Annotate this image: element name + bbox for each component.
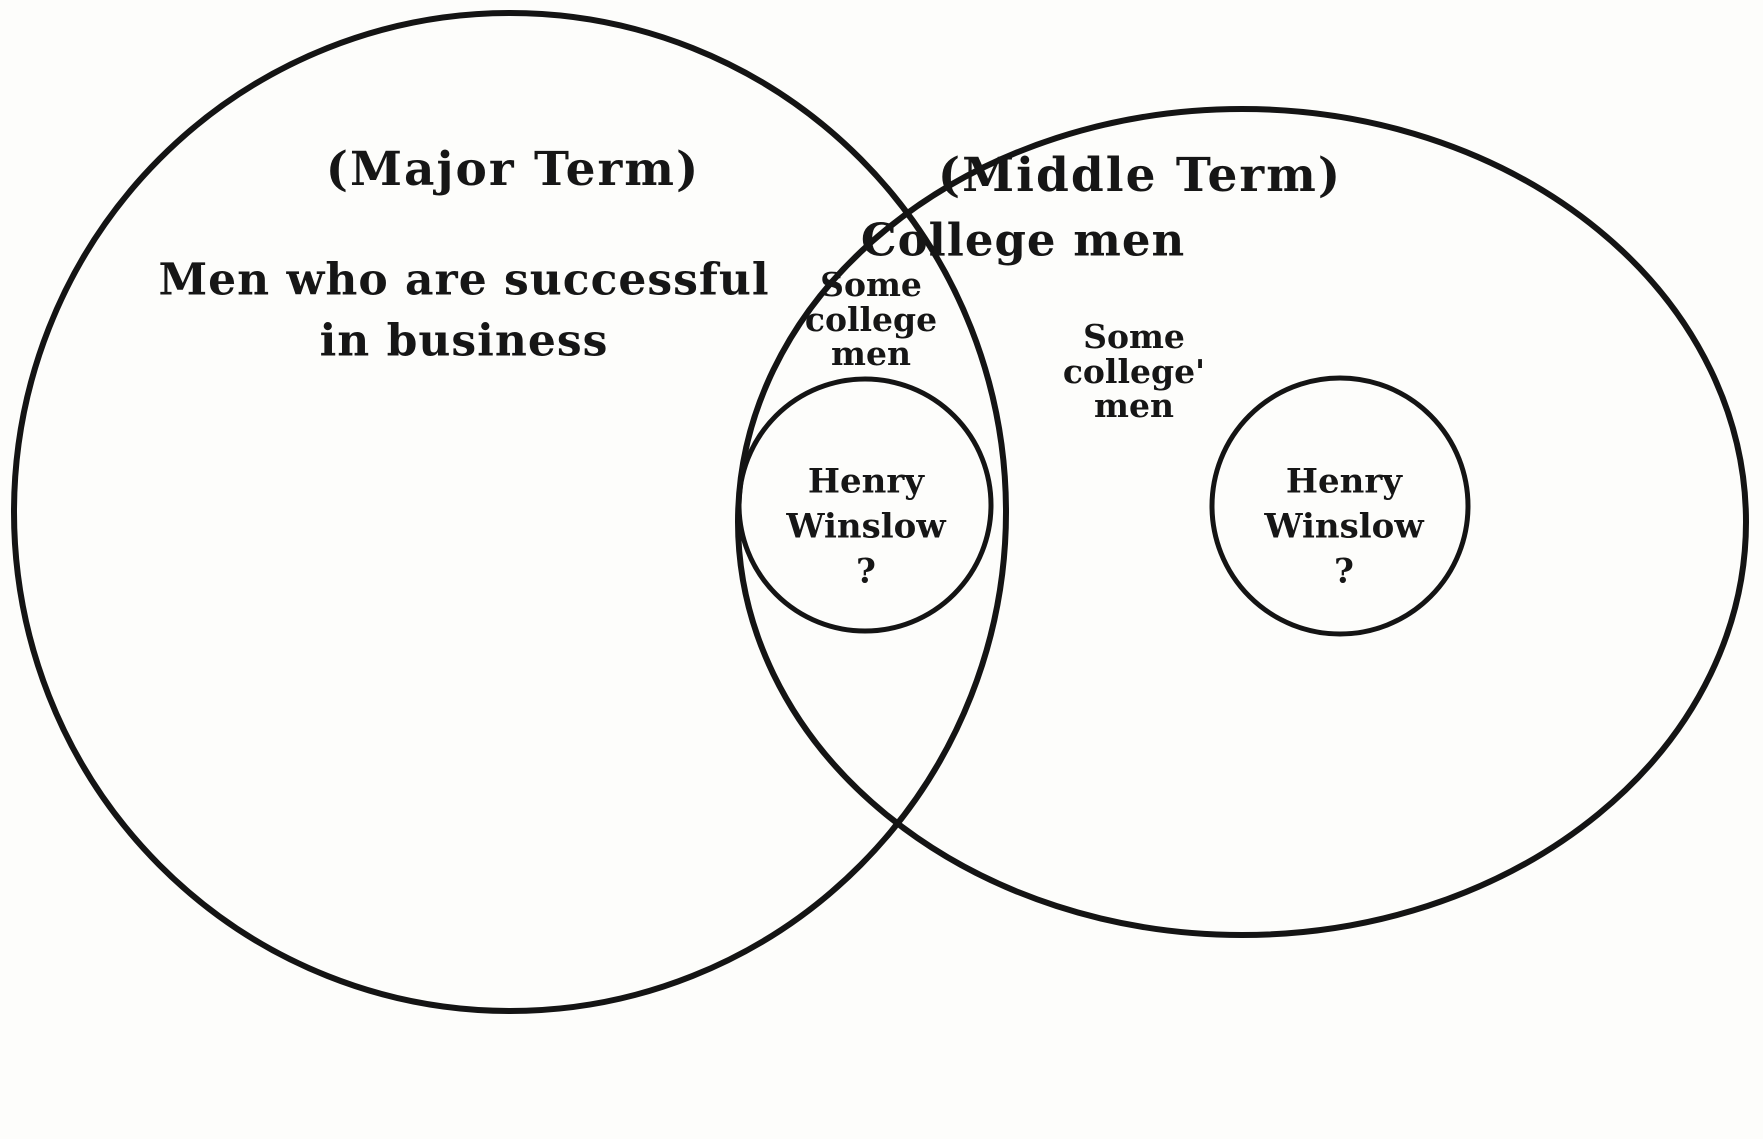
- henry-winslow-right-label: Henry Winslow ?: [1264, 461, 1424, 592]
- middle-term-set-label: College men: [860, 213, 1186, 267]
- henry-winslow-right-circle: [1209, 375, 1471, 637]
- major-term-circle: [11, 10, 1009, 1014]
- right-some-college-men-label: Some college' men: [1062, 317, 1206, 426]
- overlap-some-college-men-label: Some college men: [804, 265, 938, 374]
- henry-winslow-overlap-label: Henry Winslow ?: [786, 461, 946, 592]
- major-term-set-label: Men who are successful in business: [158, 254, 770, 366]
- middle-term-heading: (Middle Term): [937, 148, 1343, 204]
- henry-winslow-overlap-circle: [736, 376, 994, 634]
- major-term-heading: (Major Term): [325, 142, 701, 198]
